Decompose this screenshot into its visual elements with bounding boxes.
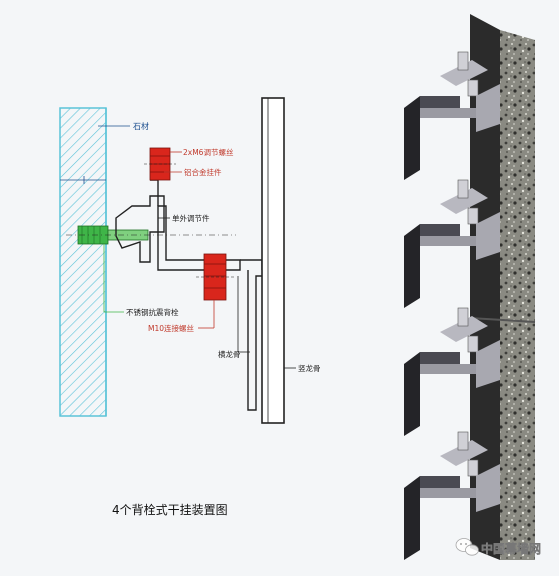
label-adjuster: 单外调节件 [172,213,210,223]
m10-bolt [196,253,234,301]
connector-angle [240,259,263,411]
watermark: 中国幕墙网 [455,538,541,556]
label-vertical: 竖龙骨 [298,363,321,373]
label-hanger: 铝合金挂件 [184,167,222,177]
label-m10: M10连接螺丝 [148,323,195,333]
stone-panel [59,107,107,417]
bracket-3 [404,307,500,436]
label-anchor: 不锈钢抗震背栓 [126,307,179,317]
bracket-4 [404,431,500,560]
label-stone: 石材 [133,121,149,131]
rendering-3d [404,14,536,560]
hanger-lip [150,179,159,206]
bracket-2 [404,179,500,308]
bracket-1 [404,51,500,180]
adjusting-bolt-upper [144,147,176,181]
aluminium-hanger [115,195,165,263]
granite-edge [470,14,500,560]
watermark-text: 中国幕墙网 [481,541,541,556]
label-horizontal: 横龙骨 [218,349,241,359]
vertical-keel [261,97,285,424]
granite-face [500,30,535,560]
section-drawing: 石材 [59,97,321,517]
label-bolt: 2xM6调节螺丝 [183,147,234,157]
diagram-title: 4个背栓式干挂装置图 [112,502,228,517]
wechat-icon [455,538,479,556]
